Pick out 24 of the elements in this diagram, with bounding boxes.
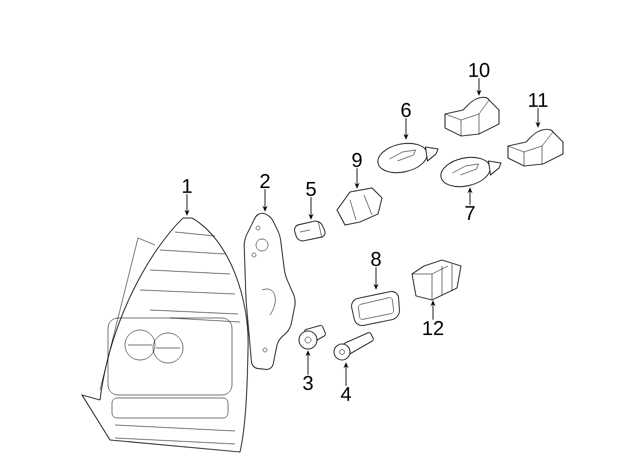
socket-drawing — [336, 188, 382, 226]
tail-lamp-drawing — [82, 218, 248, 452]
callout-number: 8 — [371, 252, 381, 266]
socket-drawing — [444, 96, 500, 136]
callout-number: 2 — [260, 174, 270, 188]
bulb-drawing — [294, 220, 326, 242]
callout-number: 9 — [352, 152, 362, 168]
socket-drawing — [412, 260, 462, 300]
bulb-drawing — [351, 291, 400, 326]
callout-number: 6 — [401, 102, 411, 118]
callout-number: 1 — [182, 179, 192, 193]
bulb-drawing — [440, 156, 502, 188]
screw-drawing — [334, 332, 374, 360]
callout-number: 12 — [423, 321, 444, 335]
socket-drawing — [508, 128, 564, 166]
gasket-drawing — [244, 212, 296, 370]
callout-number: 11 — [529, 93, 548, 107]
callout-number: 5 — [306, 182, 316, 196]
callout-number: 3 — [303, 376, 313, 390]
bulb-drawing — [377, 142, 439, 174]
callout-number: 4 — [340, 387, 351, 401]
callout-number: 10 — [469, 62, 490, 78]
callout-number: 7 — [465, 206, 475, 220]
grommet-drawing — [298, 325, 326, 350]
